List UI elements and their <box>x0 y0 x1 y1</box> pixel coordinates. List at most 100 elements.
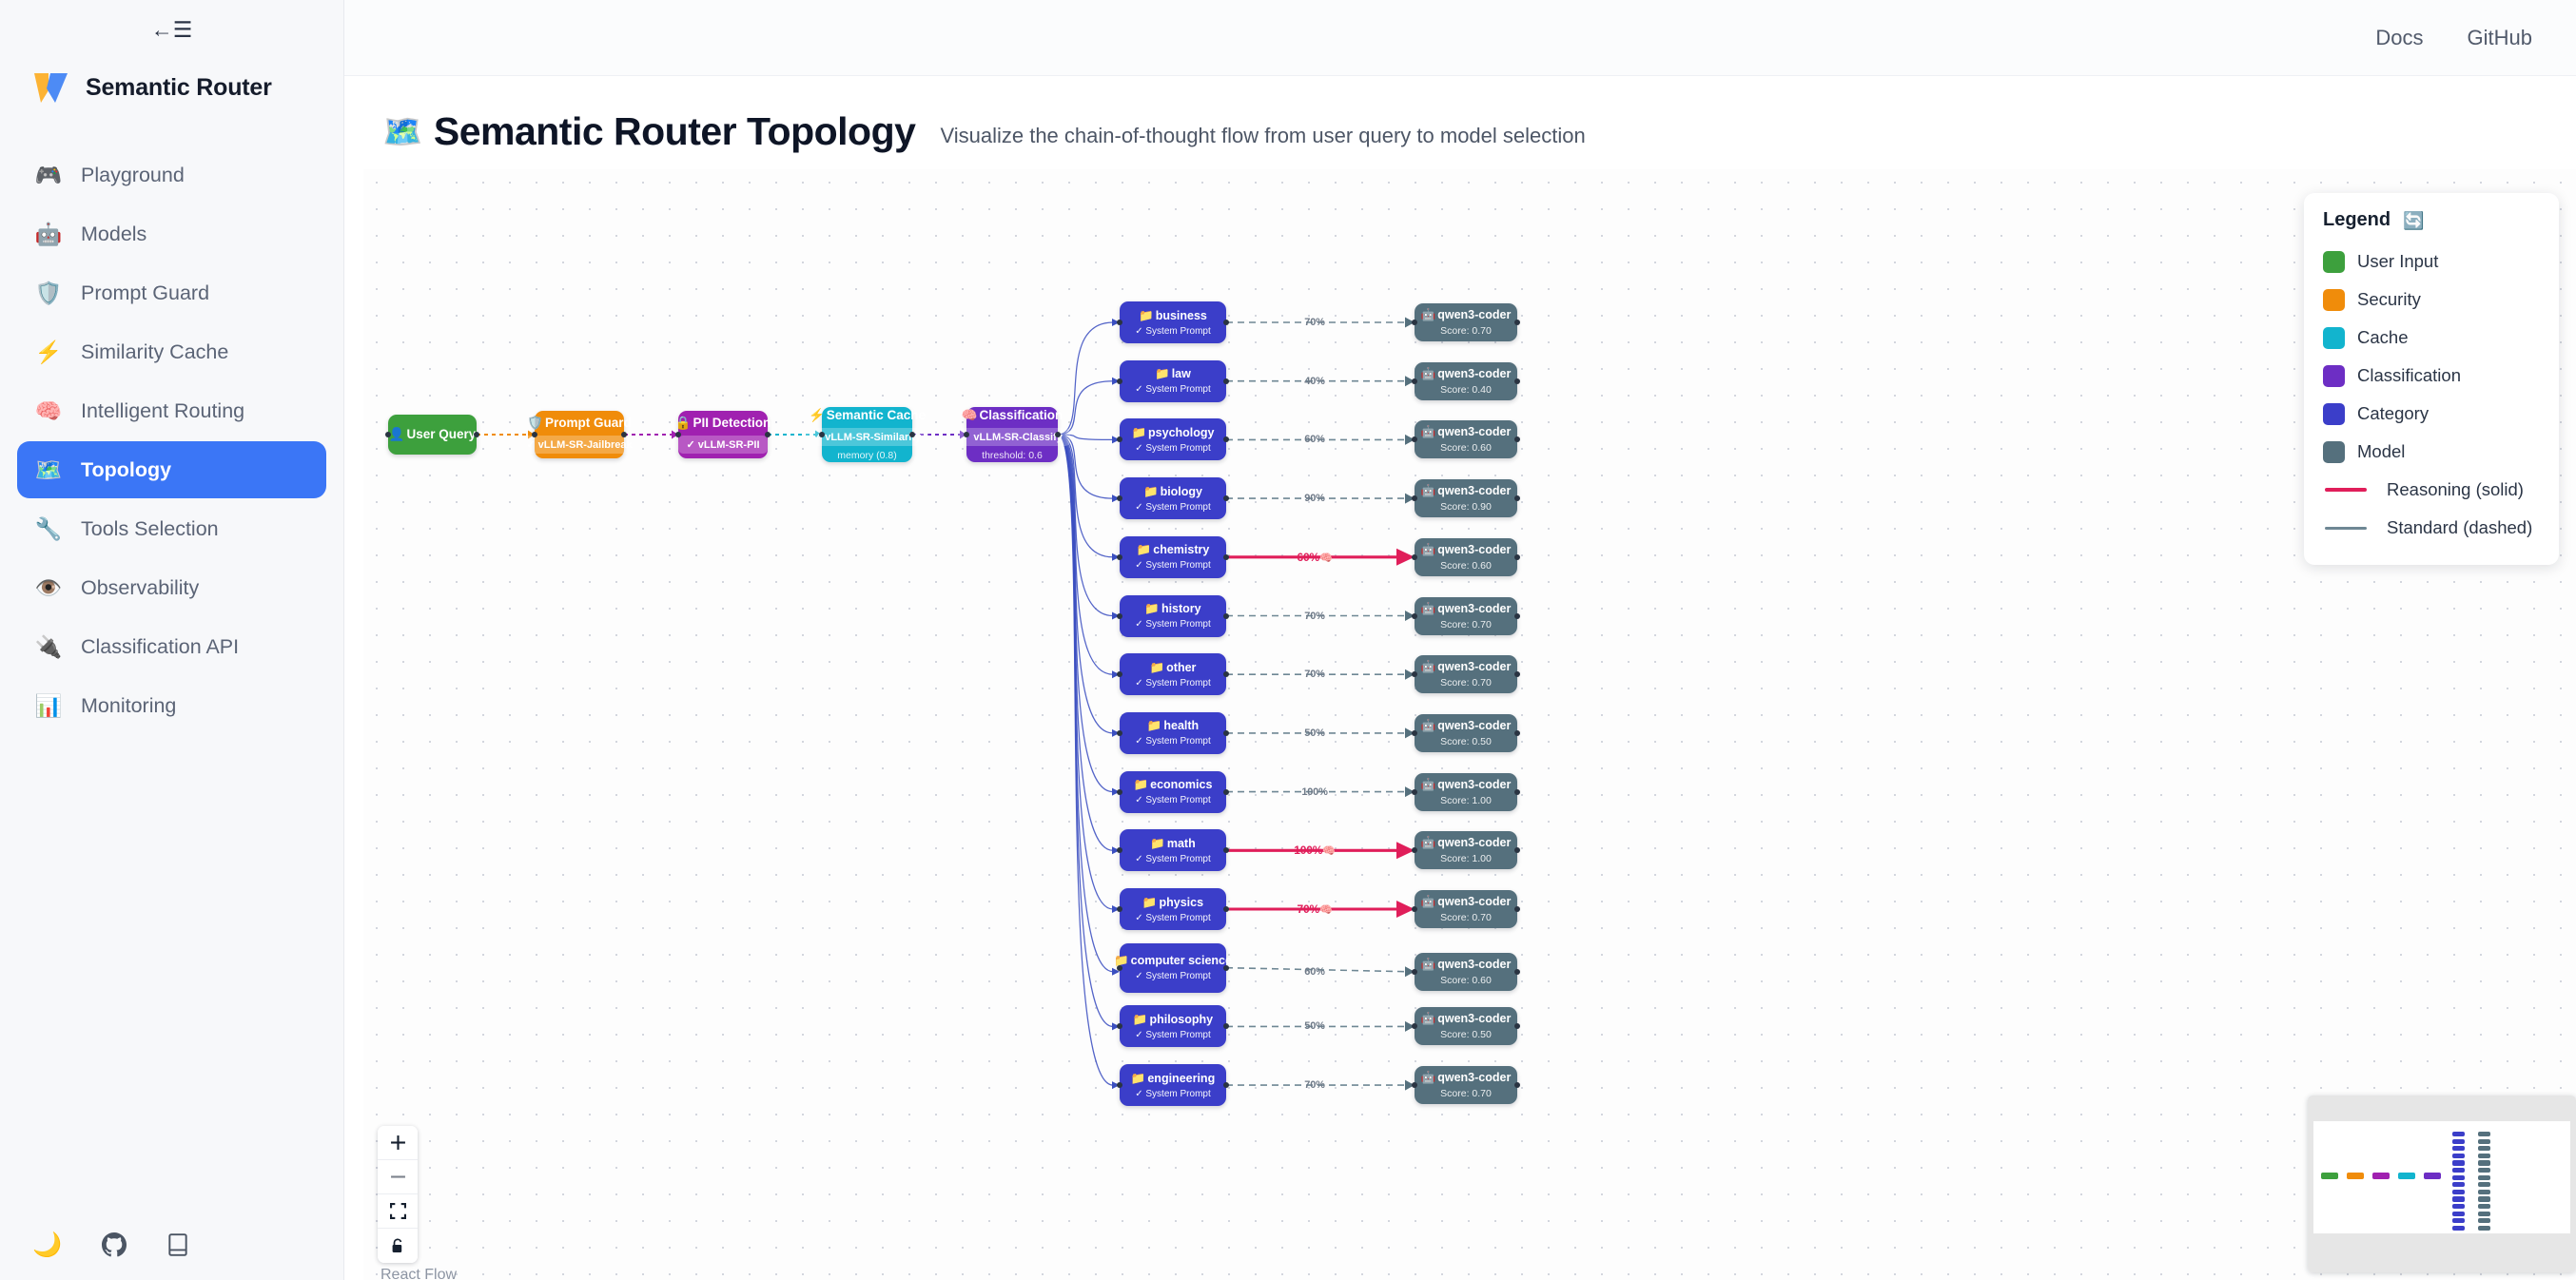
node-port-right[interactable] <box>1514 1023 1520 1030</box>
node-port-left[interactable] <box>385 432 391 437</box>
category-node-math[interactable]: 📁math✓ System Prompt <box>1117 829 1229 872</box>
node-port-right[interactable] <box>1223 495 1229 502</box>
flow-node-guard[interactable]: 🛡️Prompt Guard✓ vLLM-SR-Jailbreak <box>518 411 640 458</box>
node-port-left[interactable] <box>1117 964 1122 971</box>
node-port-right[interactable] <box>1223 729 1229 736</box>
category-node-psychology[interactable]: 📁psychology✓ System Prompt <box>1117 418 1229 461</box>
node-port-right[interactable] <box>1223 1023 1229 1030</box>
node-port-right[interactable] <box>1514 553 1520 560</box>
node-port-left[interactable] <box>1117 847 1122 854</box>
topbar-docs-link[interactable]: Docs <box>2375 25 2424 49</box>
node-port-left[interactable] <box>1412 378 1417 384</box>
node-port-left[interactable] <box>1412 671 1417 678</box>
node-port-left[interactable] <box>1412 968 1417 975</box>
node-port-left[interactable] <box>1117 495 1122 502</box>
node-port-left[interactable] <box>1412 436 1417 443</box>
node-port-right[interactable] <box>1514 788 1520 795</box>
fit-view-icon[interactable] <box>378 1194 418 1229</box>
node-port-left[interactable] <box>675 432 681 437</box>
node-port-right[interactable] <box>1514 671 1520 678</box>
node-port-right[interactable] <box>1223 320 1229 325</box>
node-port-right[interactable] <box>1514 378 1520 384</box>
node-port-left[interactable] <box>1412 906 1417 912</box>
topology-canvas[interactable]: 👤User Query🛡️Prompt Guard✓ vLLM-SR-Jailb… <box>363 169 2576 1280</box>
node-port-left[interactable] <box>1117 378 1122 384</box>
sidebar-item-playground[interactable]: 🎮Playground <box>17 146 326 204</box>
node-port-right[interactable] <box>1223 553 1229 560</box>
node-port-left[interactable] <box>1412 612 1417 619</box>
node-port-left[interactable] <box>1117 906 1122 912</box>
sidebar-item-monitoring[interactable]: 📊Monitoring <box>17 677 326 734</box>
node-port-right[interactable] <box>1514 1082 1520 1089</box>
node-port-left[interactable] <box>1117 436 1122 443</box>
node-port-left[interactable] <box>1412 1082 1417 1089</box>
sidebar-item-similarity-cache[interactable]: ⚡Similarity Cache <box>17 323 326 380</box>
github-icon[interactable] <box>102 1232 127 1257</box>
node-port-left[interactable] <box>1412 847 1417 854</box>
refresh-icon[interactable]: 🔄 <box>2403 210 2425 230</box>
node-port-left[interactable] <box>1117 553 1122 560</box>
node-port-right[interactable] <box>474 432 479 437</box>
node-port-right[interactable] <box>1223 788 1229 795</box>
category-node-computer-science[interactable]: 📁computer science✓ System Prompt <box>1114 942 1232 993</box>
node-port-right[interactable] <box>1223 436 1229 443</box>
node-port-right[interactable] <box>1055 432 1061 437</box>
node-port-left[interactable] <box>1117 320 1122 325</box>
category-node-biology[interactable]: 📁biology✓ System Prompt <box>1117 477 1229 520</box>
node-port-left[interactable] <box>1117 788 1122 795</box>
node-port-right[interactable] <box>1223 612 1229 619</box>
sidebar-item-intelligent-routing[interactable]: 🧠Intelligent Routing <box>17 382 326 439</box>
react-flow-attribution[interactable]: React Flow <box>381 1267 458 1280</box>
node-port-right[interactable] <box>1514 320 1520 325</box>
node-port-left[interactable] <box>1117 612 1122 619</box>
zoom-in-icon[interactable] <box>378 1126 418 1160</box>
node-port-left[interactable] <box>1412 729 1417 736</box>
node-port-right[interactable] <box>1223 847 1229 854</box>
node-port-right[interactable] <box>1514 906 1520 912</box>
node-port-right[interactable] <box>1223 378 1229 384</box>
node-port-left[interactable] <box>1117 1082 1122 1089</box>
node-port-left[interactable] <box>1412 495 1417 502</box>
book-icon[interactable] <box>166 1232 189 1257</box>
category-node-economics[interactable]: 📁economics✓ System Prompt <box>1117 770 1229 813</box>
node-port-right[interactable] <box>621 432 627 437</box>
node-port-left[interactable] <box>1412 1023 1417 1030</box>
category-node-physics[interactable]: 📁physics✓ System Prompt <box>1117 888 1229 930</box>
node-port-right[interactable] <box>765 432 771 437</box>
node-port-right[interactable] <box>1514 612 1520 619</box>
sidebar-collapse-icon[interactable]: ←☰ <box>150 16 193 42</box>
node-port-right[interactable] <box>1223 906 1229 912</box>
sidebar-item-topology[interactable]: 🗺️Topology <box>17 441 326 498</box>
category-node-other[interactable]: 📁other✓ System Prompt <box>1117 653 1229 696</box>
category-node-law[interactable]: 📁law✓ System Prompt <box>1117 359 1229 402</box>
category-node-history[interactable]: 📁history✓ System Prompt <box>1117 594 1229 637</box>
node-port-right[interactable] <box>1514 847 1520 854</box>
sidebar-item-prompt-guard[interactable]: 🛡️Prompt Guard <box>17 264 326 321</box>
category-node-health[interactable]: 📁health✓ System Prompt <box>1117 711 1229 754</box>
category-node-business[interactable]: 📁business✓ System Prompt <box>1117 301 1229 343</box>
node-port-left[interactable] <box>964 432 969 437</box>
moon-icon[interactable]: 🌙 <box>32 1231 63 1258</box>
node-port-left[interactable] <box>1412 553 1417 560</box>
sidebar-item-observability[interactable]: 👁️Observability <box>17 559 326 616</box>
node-port-left[interactable] <box>532 432 537 437</box>
minimap[interactable] <box>2308 1096 2576 1272</box>
category-node-engineering[interactable]: 📁engineering✓ System Prompt <box>1117 1064 1229 1107</box>
node-port-right[interactable] <box>1514 968 1520 975</box>
node-port-right[interactable] <box>1514 436 1520 443</box>
flow-node-pii[interactable]: 🔒PII Detection✓ vLLM-SR-PII <box>675 411 771 458</box>
